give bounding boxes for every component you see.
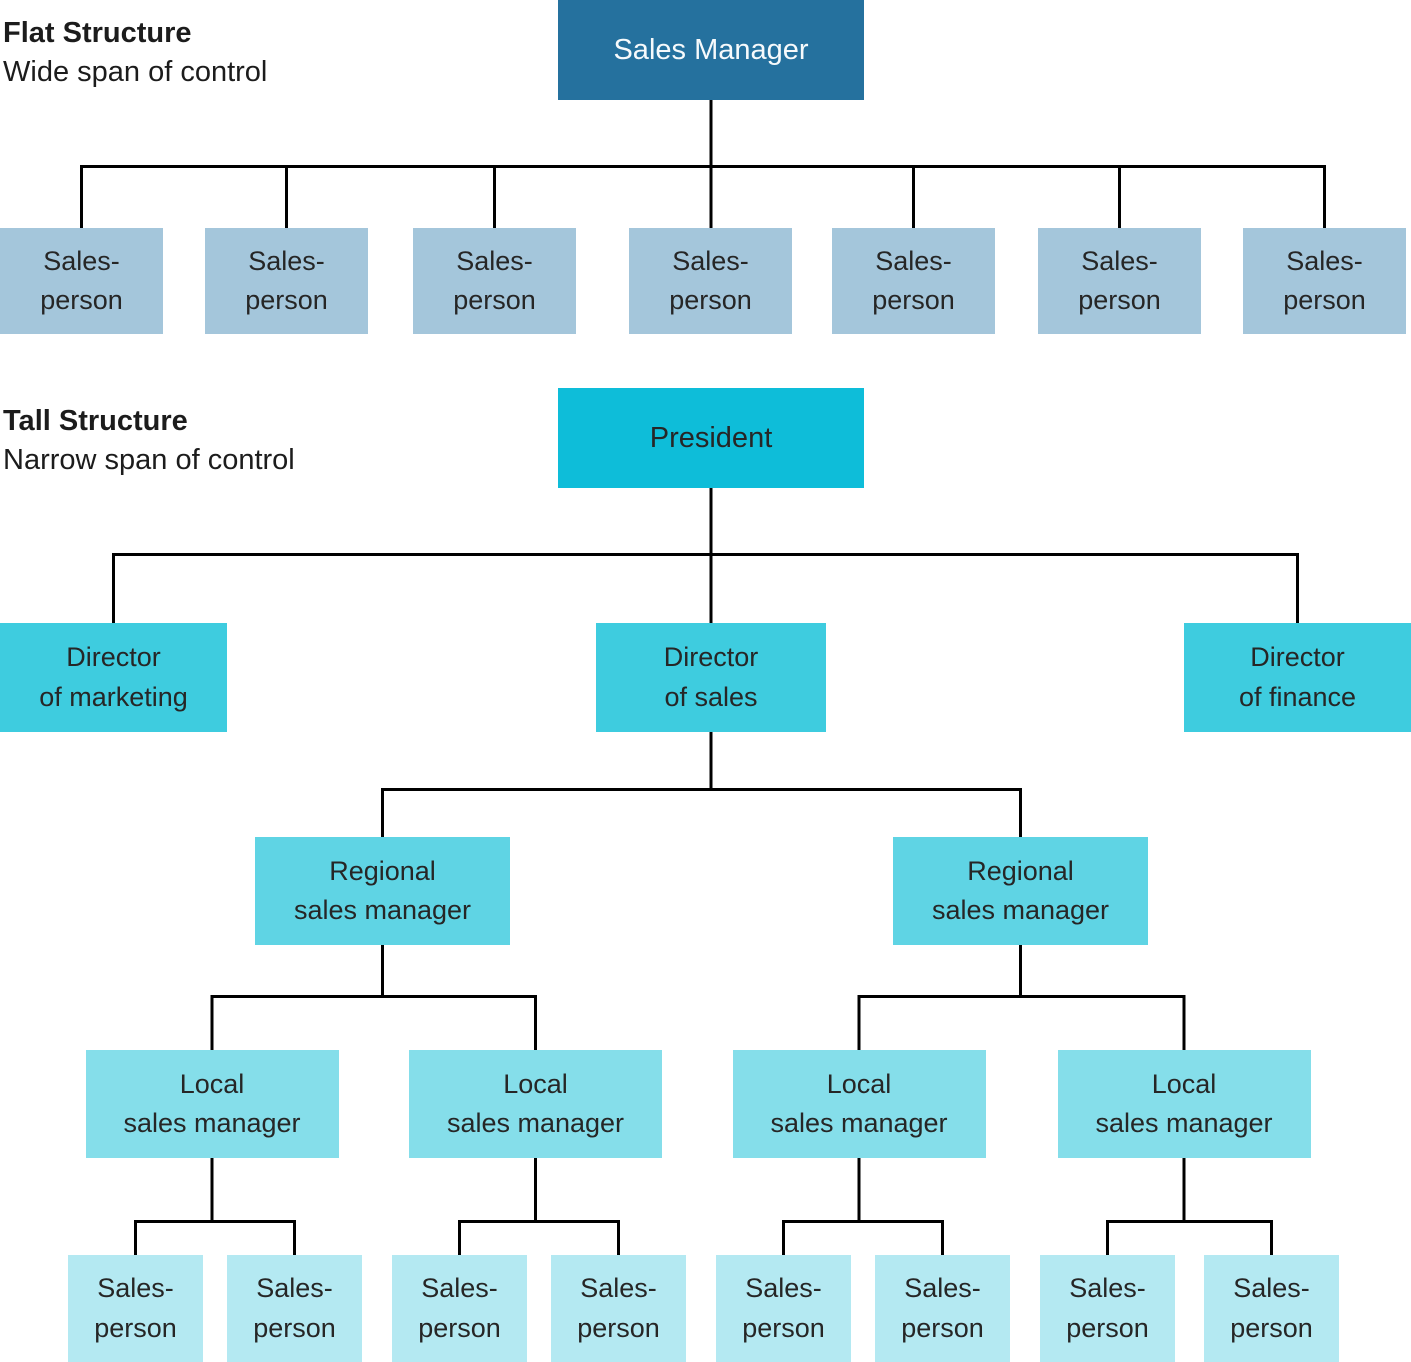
flat-salesperson-box-5: Sales- person	[832, 228, 995, 334]
president-box: President	[558, 388, 864, 488]
tall-salesperson-box-5: Sales- person	[716, 1255, 851, 1362]
tall-salesperson-box-4: Sales- person	[551, 1255, 686, 1362]
flat-structure-heading: Flat Structure Wide span of control	[3, 14, 267, 92]
flat-salesperson-box-6: Sales- person	[1038, 228, 1201, 334]
flat-structure-title: Flat Structure	[3, 17, 192, 49]
sales-manager-box: Sales Manager	[558, 0, 864, 100]
tall-salesperson-box-7: Sales- person	[1040, 1255, 1175, 1362]
tall-structure-subtitle: Narrow span of control	[3, 444, 295, 477]
tall-salesperson-box-2: Sales- person	[227, 1255, 362, 1362]
local-sales-manager-box-4: Local sales manager	[1057, 1050, 1311, 1158]
regional-sales-manager-box-2: Regional sales manager	[893, 837, 1148, 945]
regional-sales-manager-box-1: Regional sales manager	[255, 837, 510, 945]
tall-structure-heading: Tall Structure Narrow span of control	[3, 402, 295, 480]
tall-salesperson-box-8: Sales- person	[1204, 1255, 1339, 1362]
tall-salesperson-box-1: Sales- person	[68, 1255, 203, 1362]
tall-salesperson-box-6: Sales- person	[875, 1255, 1010, 1362]
local-sales-manager-box-3: Local sales manager	[732, 1050, 986, 1158]
flat-structure-connectors	[80, 100, 1326, 229]
flat-salesperson-box-3: Sales- person	[413, 228, 576, 334]
flat-salesperson-box-2: Sales- person	[205, 228, 368, 334]
local-sales-manager-box-1: Local sales manager	[85, 1050, 339, 1158]
flat-structure-subtitle: Wide span of control	[3, 56, 268, 89]
director-of-sales-box: Director of sales	[596, 623, 826, 732]
flat-salesperson-box-7: Sales- person	[1243, 228, 1406, 334]
tall-structure-title: Tall Structure	[3, 405, 188, 437]
director-of-marketing-box: Director of marketing	[0, 623, 227, 732]
director-of-finance-box: Director of finance	[1184, 623, 1411, 732]
local-sales-manager-box-2: Local sales manager	[409, 1050, 662, 1158]
flat-salesperson-box-4: Sales- person	[629, 228, 792, 334]
tall-salesperson-box-3: Sales- person	[392, 1255, 527, 1362]
flat-salesperson-box-1: Sales- person	[0, 228, 163, 334]
